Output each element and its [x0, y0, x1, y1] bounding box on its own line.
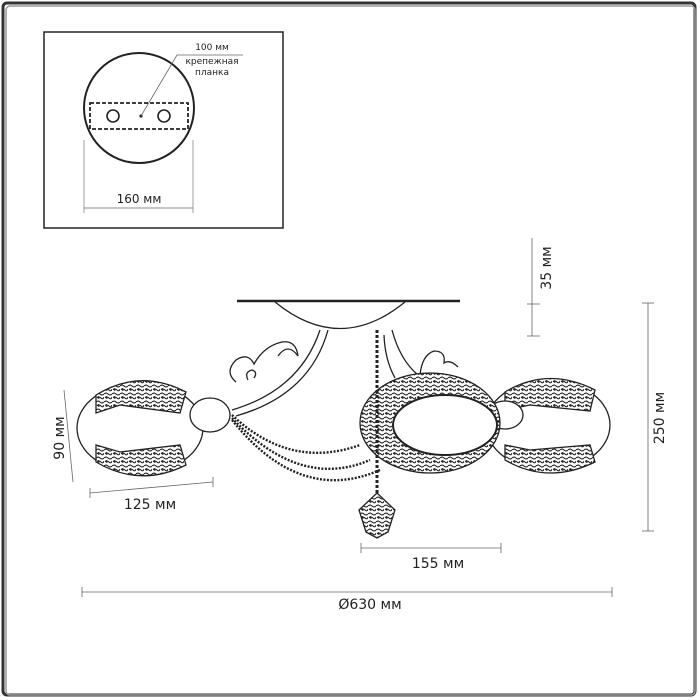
mounting-bar [89, 102, 189, 130]
canopy-dome [274, 301, 406, 329]
shade-length-label: 125 мм [124, 497, 176, 513]
total-height-label: 250 мм [652, 392, 668, 444]
shade-height-label: 90 мм [52, 416, 68, 459]
mounting-inset [43, 31, 284, 229]
arm-offset-label: 155 мм [412, 556, 464, 572]
base-height-label: 35 мм [539, 246, 555, 289]
chandelier [76, 299, 611, 539]
base-circle [83, 52, 195, 164]
mount-dimension-label: 100 мм [195, 43, 229, 53]
leader-line [140, 54, 243, 117]
base-diameter-label: 160 мм [117, 192, 162, 206]
mount-label-line2: планка [195, 68, 229, 78]
dimension-lines [63, 238, 654, 597]
mount-label-line1: крепежная [185, 57, 238, 67]
crystal-pendant [358, 492, 396, 539]
screw-hole [106, 109, 120, 123]
screw-hole [157, 109, 171, 123]
total-diameter-label: Ø630 мм [338, 597, 401, 613]
